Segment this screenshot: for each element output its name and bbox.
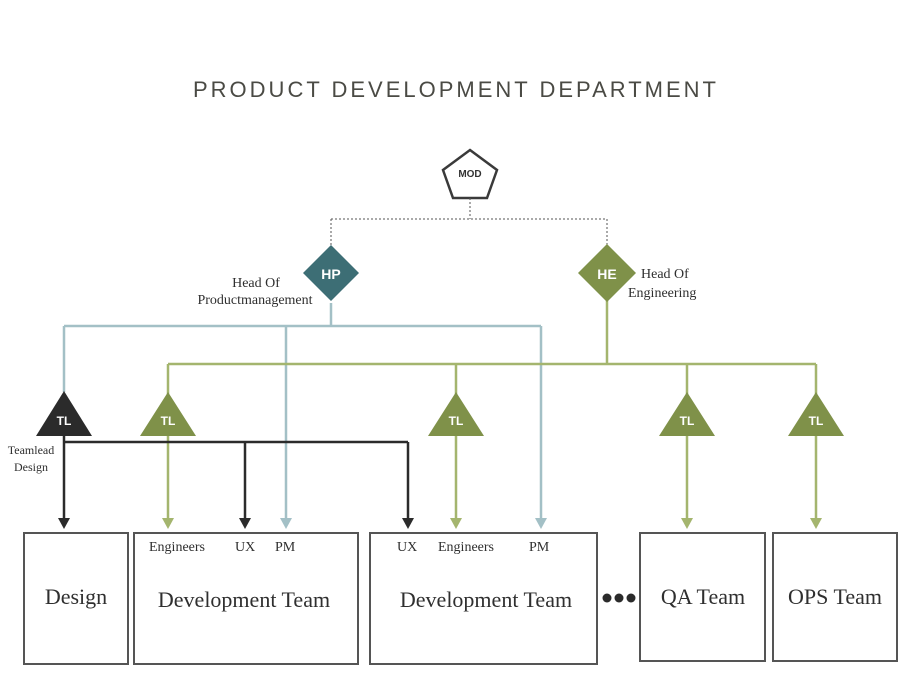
tl-dev-team-2-node: TL (428, 392, 484, 436)
mod-node: MOD (441, 148, 499, 200)
pm-arrow-1 (280, 518, 292, 529)
tl-dev-team-1-node: TL (140, 392, 196, 436)
ops-arrow (810, 518, 822, 529)
qa-team-box-label: QA Team (661, 584, 745, 609)
tl-label: TL (809, 414, 824, 428)
ellipsis-dots (602, 593, 636, 603)
he-annotation-line1: Head Of (641, 267, 689, 282)
tl-label: TL (161, 414, 176, 428)
tl-label: TL (449, 414, 464, 428)
tl-ops-team-node: TL (788, 392, 844, 436)
engineers-label-2: Engineers (438, 540, 494, 555)
hp-annotation-line2: Productmanagement (197, 293, 312, 308)
he-label: HE (597, 266, 616, 282)
design-lead-connectors (62, 436, 410, 520)
qa-arrow (681, 518, 693, 529)
hp-node: HP (303, 245, 359, 301)
ux-arrow-1 (239, 518, 251, 529)
ux-arrow-2 (402, 518, 414, 529)
qa-team-box (639, 532, 766, 662)
tl-label: TL (680, 414, 695, 428)
ux-label-2: UX (397, 540, 417, 555)
chart-title: PRODUCT DEVELOPMENT DEPARTMENT (193, 77, 719, 102)
hp-connectors (62, 303, 543, 520)
tl-qa-team-node: TL (659, 392, 715, 436)
tl-design-node: TL (36, 391, 92, 436)
pm-arrow-2 (535, 518, 547, 529)
pm-label-1: PM (275, 540, 296, 555)
dev-team-box-2-label: Development Team (400, 587, 572, 612)
he-connectors (166, 300, 818, 520)
hp-annotation-line1: Head Of (232, 276, 280, 291)
mod-connectors (330, 198, 608, 246)
he-annotation-line2: Engineering (628, 286, 696, 301)
dev-team-box-2 (369, 532, 598, 665)
design-arrow (58, 518, 70, 529)
design-box (23, 532, 129, 665)
mod-label: MOD (458, 169, 481, 180)
he-node: HE (578, 244, 636, 302)
ops-team-box (772, 532, 898, 662)
dev-team-box-1-label: Development Team (158, 587, 330, 612)
tl-label: TL (57, 414, 72, 428)
tl-annotation-line2: Design (14, 460, 48, 474)
engineers-arrow-2 (450, 518, 462, 529)
pm-label-2: PM (529, 540, 550, 555)
ops-team-box-label: OPS Team (788, 584, 882, 609)
tl-annotation-line1: Teamlead (8, 443, 54, 457)
engineers-label-1: Engineers (149, 540, 205, 555)
dev-team-box-1 (133, 532, 359, 665)
design-box-label: Design (45, 584, 107, 609)
engineers-arrow-1 (162, 518, 174, 529)
hp-label: HP (321, 266, 340, 282)
ux-label-1: UX (235, 540, 255, 555)
